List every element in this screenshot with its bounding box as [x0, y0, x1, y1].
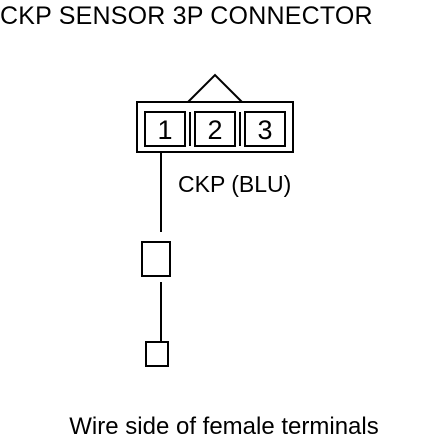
- pin-number-1: 1: [157, 115, 172, 145]
- connector-lock-tab: [187, 73, 243, 103]
- pin-cavity-3: [244, 111, 286, 147]
- diagram-caption: Wire side of female terminals: [69, 413, 379, 440]
- pin-cavity-1: [144, 111, 186, 147]
- wire-label: CKP (BLU): [178, 171, 292, 197]
- terminal-upper: [141, 241, 171, 277]
- pin-number-2: 2: [207, 115, 222, 145]
- diagram-title: CKP SENSOR 3P CONNECTOR: [0, 2, 373, 30]
- terminal-lower: [145, 341, 169, 367]
- connector-housing: [136, 101, 294, 153]
- pin-number-3: 3: [257, 115, 272, 145]
- pin-cavity-2: [194, 111, 236, 147]
